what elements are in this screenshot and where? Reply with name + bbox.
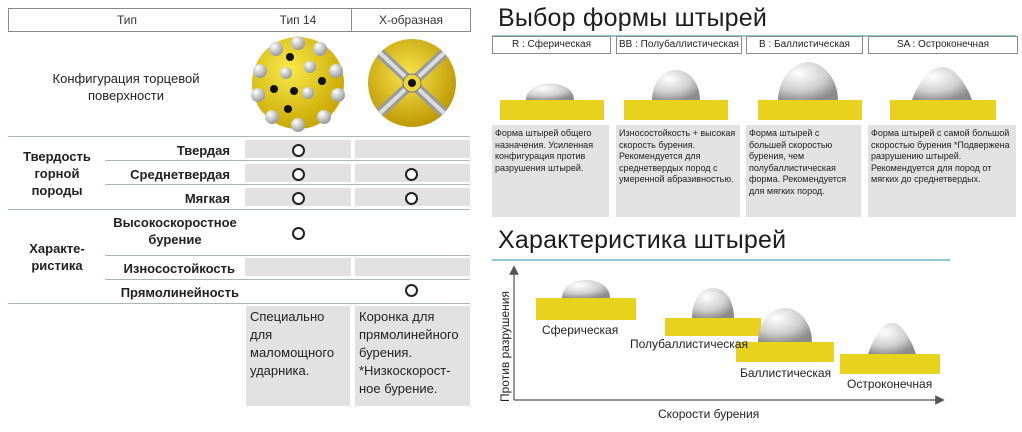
characteristics-diagram [509, 265, 945, 405]
hardness-group-label: Твердость горной породы [23, 149, 91, 198]
mark-soft-type14 [292, 192, 305, 205]
desc-b: Форма штырей с большей скоростью бурения… [746, 125, 861, 217]
type-tab-bb: BB : Полубаллистическая [616, 36, 742, 54]
button-shapes-row [500, 62, 996, 120]
desc-r: Форма штырей общего назначения. Усиленна… [492, 125, 609, 217]
note-type14: Специально для маломощного ударника. [246, 306, 350, 406]
desc-bb: Износостойкость + высокая скорость бурен… [616, 125, 740, 217]
characteristics-title: Характеристика штырей [498, 226, 787, 254]
shape-selection-title: Выбор формы штырей [498, 4, 768, 32]
header-x-shaped: X-образная [352, 8, 471, 32]
characteristic-group-label: Характе- ристика [29, 241, 85, 273]
y-axis-label: Против разрушения [498, 291, 512, 402]
char-row-wear: Износостойкость [123, 261, 235, 276]
label-sharp: Остроконечная [847, 377, 933, 391]
x-shaped-bit-image [368, 39, 456, 127]
type14-bit-image [251, 36, 345, 132]
char-row-highspeed: Высокоскоростное бурение [113, 215, 237, 247]
note-x-shaped: Коронка для прямолинейного бурения. *Низ… [355, 306, 470, 406]
hardness-row-medium: Среднетвердая [130, 167, 230, 182]
hardness-row-hard: Твердая [176, 143, 230, 158]
type-tab-r: R : Сферическая [492, 36, 611, 54]
type-tab-sa: SA : Остроконечная [868, 36, 1018, 54]
desc-sa: Форма штырей с самой большой скоростью б… [868, 125, 1016, 217]
hardness-row-soft: Мягкая [184, 191, 230, 206]
mark-medium-type14 [292, 168, 305, 181]
mark-medium-x-shaped [405, 168, 418, 181]
x-axis-label: Скорости бурения [658, 407, 760, 421]
mark-straightness-x-shaped [405, 284, 418, 297]
char-row-straightness: Прямолинейность [120, 285, 239, 300]
label-spherical: Сферическая [542, 323, 619, 337]
config-label: Конфигурация торцевой поверхности [52, 71, 200, 103]
label-semi-ballistic: Полубаллистическая [630, 337, 748, 351]
type-tab-b: B : Баллистическая [746, 36, 863, 54]
mark-highspeed-type14 [292, 227, 305, 240]
mark-hard-type14 [292, 144, 305, 157]
label-ballistic: Баллистическая [740, 366, 832, 380]
header-type: Тип [8, 8, 246, 32]
header-type14: Тип 14 [245, 8, 352, 32]
mark-soft-x-shaped [405, 192, 418, 205]
